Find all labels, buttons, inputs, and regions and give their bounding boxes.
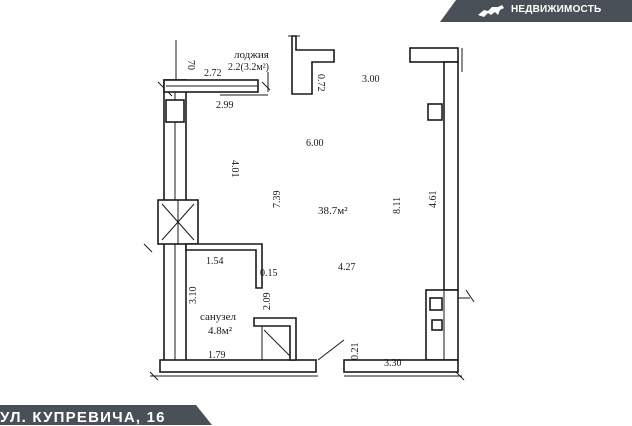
loggia-parapet [163, 79, 271, 96]
brand-banner: НЕДВИЖИМОСТЬ [440, 0, 632, 22]
dim-2-72: 2.72 [204, 68, 222, 79]
right-lower-wall [425, 289, 475, 361]
dim-0-21: 0.21 [350, 343, 361, 361]
dim-7-39: 7.39 [272, 191, 283, 209]
bottom-wall [149, 359, 465, 381]
brand-name: НЕДВИЖИМОСТЬ [511, 4, 602, 15]
bathroom-area: 4.8м² [208, 325, 233, 337]
entrance-door-swing [317, 339, 345, 361]
left-wall-door-frame [157, 199, 199, 245]
dim-6-00: 6.00 [306, 138, 324, 149]
dim-8-11: 8.11 [392, 197, 403, 214]
dim-0-15: 0.15 [260, 268, 278, 279]
dim-3-10: 3.10 [188, 287, 199, 305]
loggia-area-label: 2.2(3.2м²) [228, 62, 269, 73]
bathroom-label: санузел [200, 311, 237, 323]
dim-2-99: 2.99 [216, 100, 234, 111]
left-wall-window-upper [165, 99, 185, 123]
dim-2-09: 2.09 [262, 293, 273, 311]
loggia-label: лоджия [234, 49, 269, 61]
dim-4-61: 4.61 [428, 191, 439, 209]
running-fox-logo-icon [478, 5, 504, 17]
dim-3-00: 3.00 [362, 74, 380, 85]
dim-4-27: 4.27 [338, 262, 356, 273]
address-banner: УЛ. КУПРЕВИЧА, 16 [0, 405, 212, 425]
dim-1-79: 1.79 [208, 350, 226, 361]
main-room-area: 38.7м² [318, 205, 348, 217]
right-wall [409, 47, 463, 291]
dim-1-54: 1.54 [206, 256, 224, 267]
dim-0-72: 0.72 [315, 74, 326, 92]
bathroom-partition [185, 243, 297, 361]
left-wall-tick-lower [143, 243, 153, 253]
bath-fixture [261, 325, 291, 361]
dim-3-30: 3.30 [384, 358, 402, 369]
address-label: УЛ. КУПРЕВИЧА, 16 [0, 409, 166, 426]
top-column [267, 35, 335, 95]
dim-4-01: 4.01 [229, 160, 240, 178]
dim-70: 70 [185, 60, 196, 70]
